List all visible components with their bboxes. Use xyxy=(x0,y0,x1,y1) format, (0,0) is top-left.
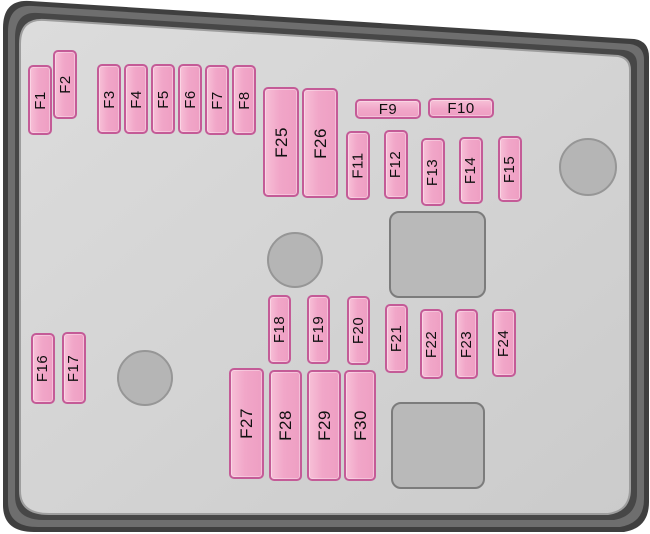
fuse-f1: F1 xyxy=(28,65,52,135)
fuse-f9: F9 xyxy=(355,99,421,119)
fuse-label: F11 xyxy=(349,152,367,179)
fuse-f5: F5 xyxy=(151,64,175,134)
fuse-label: F23 xyxy=(458,330,476,358)
fuse-label: F6 xyxy=(181,89,199,109)
fuse-f21: F21 xyxy=(385,304,408,373)
fuse-label: F14 xyxy=(462,156,480,185)
fuse-f6: F6 xyxy=(178,64,202,134)
fuse-label: F22 xyxy=(423,330,441,358)
fuse-label: F28 xyxy=(276,410,296,441)
mount-hole-1 xyxy=(559,138,617,196)
fuse-f29: F29 xyxy=(307,370,341,481)
fuse-label: F8 xyxy=(235,90,253,110)
fuse-label: F2 xyxy=(56,75,74,94)
fuse-label: F27 xyxy=(236,408,256,439)
fuse-label: F10 xyxy=(447,99,475,117)
fuse-label: F21 xyxy=(388,324,406,353)
fuse-f18: F18 xyxy=(268,295,291,364)
fuse-f4: F4 xyxy=(124,64,148,134)
fuse-label: F30 xyxy=(350,410,370,441)
fuse-label: F15 xyxy=(501,155,519,183)
fuse-label: F20 xyxy=(350,316,368,345)
fuse-f20: F20 xyxy=(347,296,370,365)
fuse-f27: F27 xyxy=(229,368,264,479)
fuse-f22: F22 xyxy=(420,309,443,379)
fuse-label: F4 xyxy=(127,89,145,109)
fuse-label: F3 xyxy=(100,89,118,109)
mount-hole-2 xyxy=(267,232,323,288)
fuse-f14: F14 xyxy=(459,137,483,204)
fuse-f23: F23 xyxy=(455,309,478,379)
fuse-label: F18 xyxy=(271,315,289,344)
fuse-f11: F11 xyxy=(346,131,370,200)
fuse-label: F13 xyxy=(424,158,442,186)
fuse-label: F7 xyxy=(208,90,226,110)
fuse-f24: F24 xyxy=(492,309,516,377)
fuse-f26: F26 xyxy=(302,88,338,198)
fuse-label: F17 xyxy=(65,354,83,382)
fuse-f30: F30 xyxy=(344,370,376,481)
mount-hole-3 xyxy=(117,350,173,406)
fuse-label: F1 xyxy=(31,90,49,110)
fuse-label: F26 xyxy=(310,127,330,159)
fuse-label: F16 xyxy=(34,354,52,383)
fuse-f13: F13 xyxy=(421,138,445,206)
fuse-f2: F2 xyxy=(53,50,77,119)
fuse-f28: F28 xyxy=(269,370,302,481)
fuse-label: F19 xyxy=(310,315,328,344)
fuse-f3: F3 xyxy=(97,64,121,134)
fuse-f25: F25 xyxy=(263,87,299,197)
fuse-label: F24 xyxy=(495,329,513,357)
fuse-f19: F19 xyxy=(307,295,330,364)
fuse-f12: F12 xyxy=(384,130,408,199)
relay-slot-1 xyxy=(389,211,486,298)
fuse-label: F9 xyxy=(378,100,398,118)
fuse-f10: F10 xyxy=(428,98,494,118)
fuse-label: F25 xyxy=(271,126,291,158)
relay-slot-2 xyxy=(391,402,485,489)
fuse-f16: F16 xyxy=(31,333,55,404)
fuse-label: F5 xyxy=(154,89,172,109)
fuse-f8: F8 xyxy=(232,65,256,135)
fuse-f15: F15 xyxy=(498,136,522,202)
fuse-label: F12 xyxy=(387,150,405,179)
fuse-f17: F17 xyxy=(62,332,86,404)
fuse-f7: F7 xyxy=(205,65,229,135)
fuse-label: F29 xyxy=(314,410,334,441)
